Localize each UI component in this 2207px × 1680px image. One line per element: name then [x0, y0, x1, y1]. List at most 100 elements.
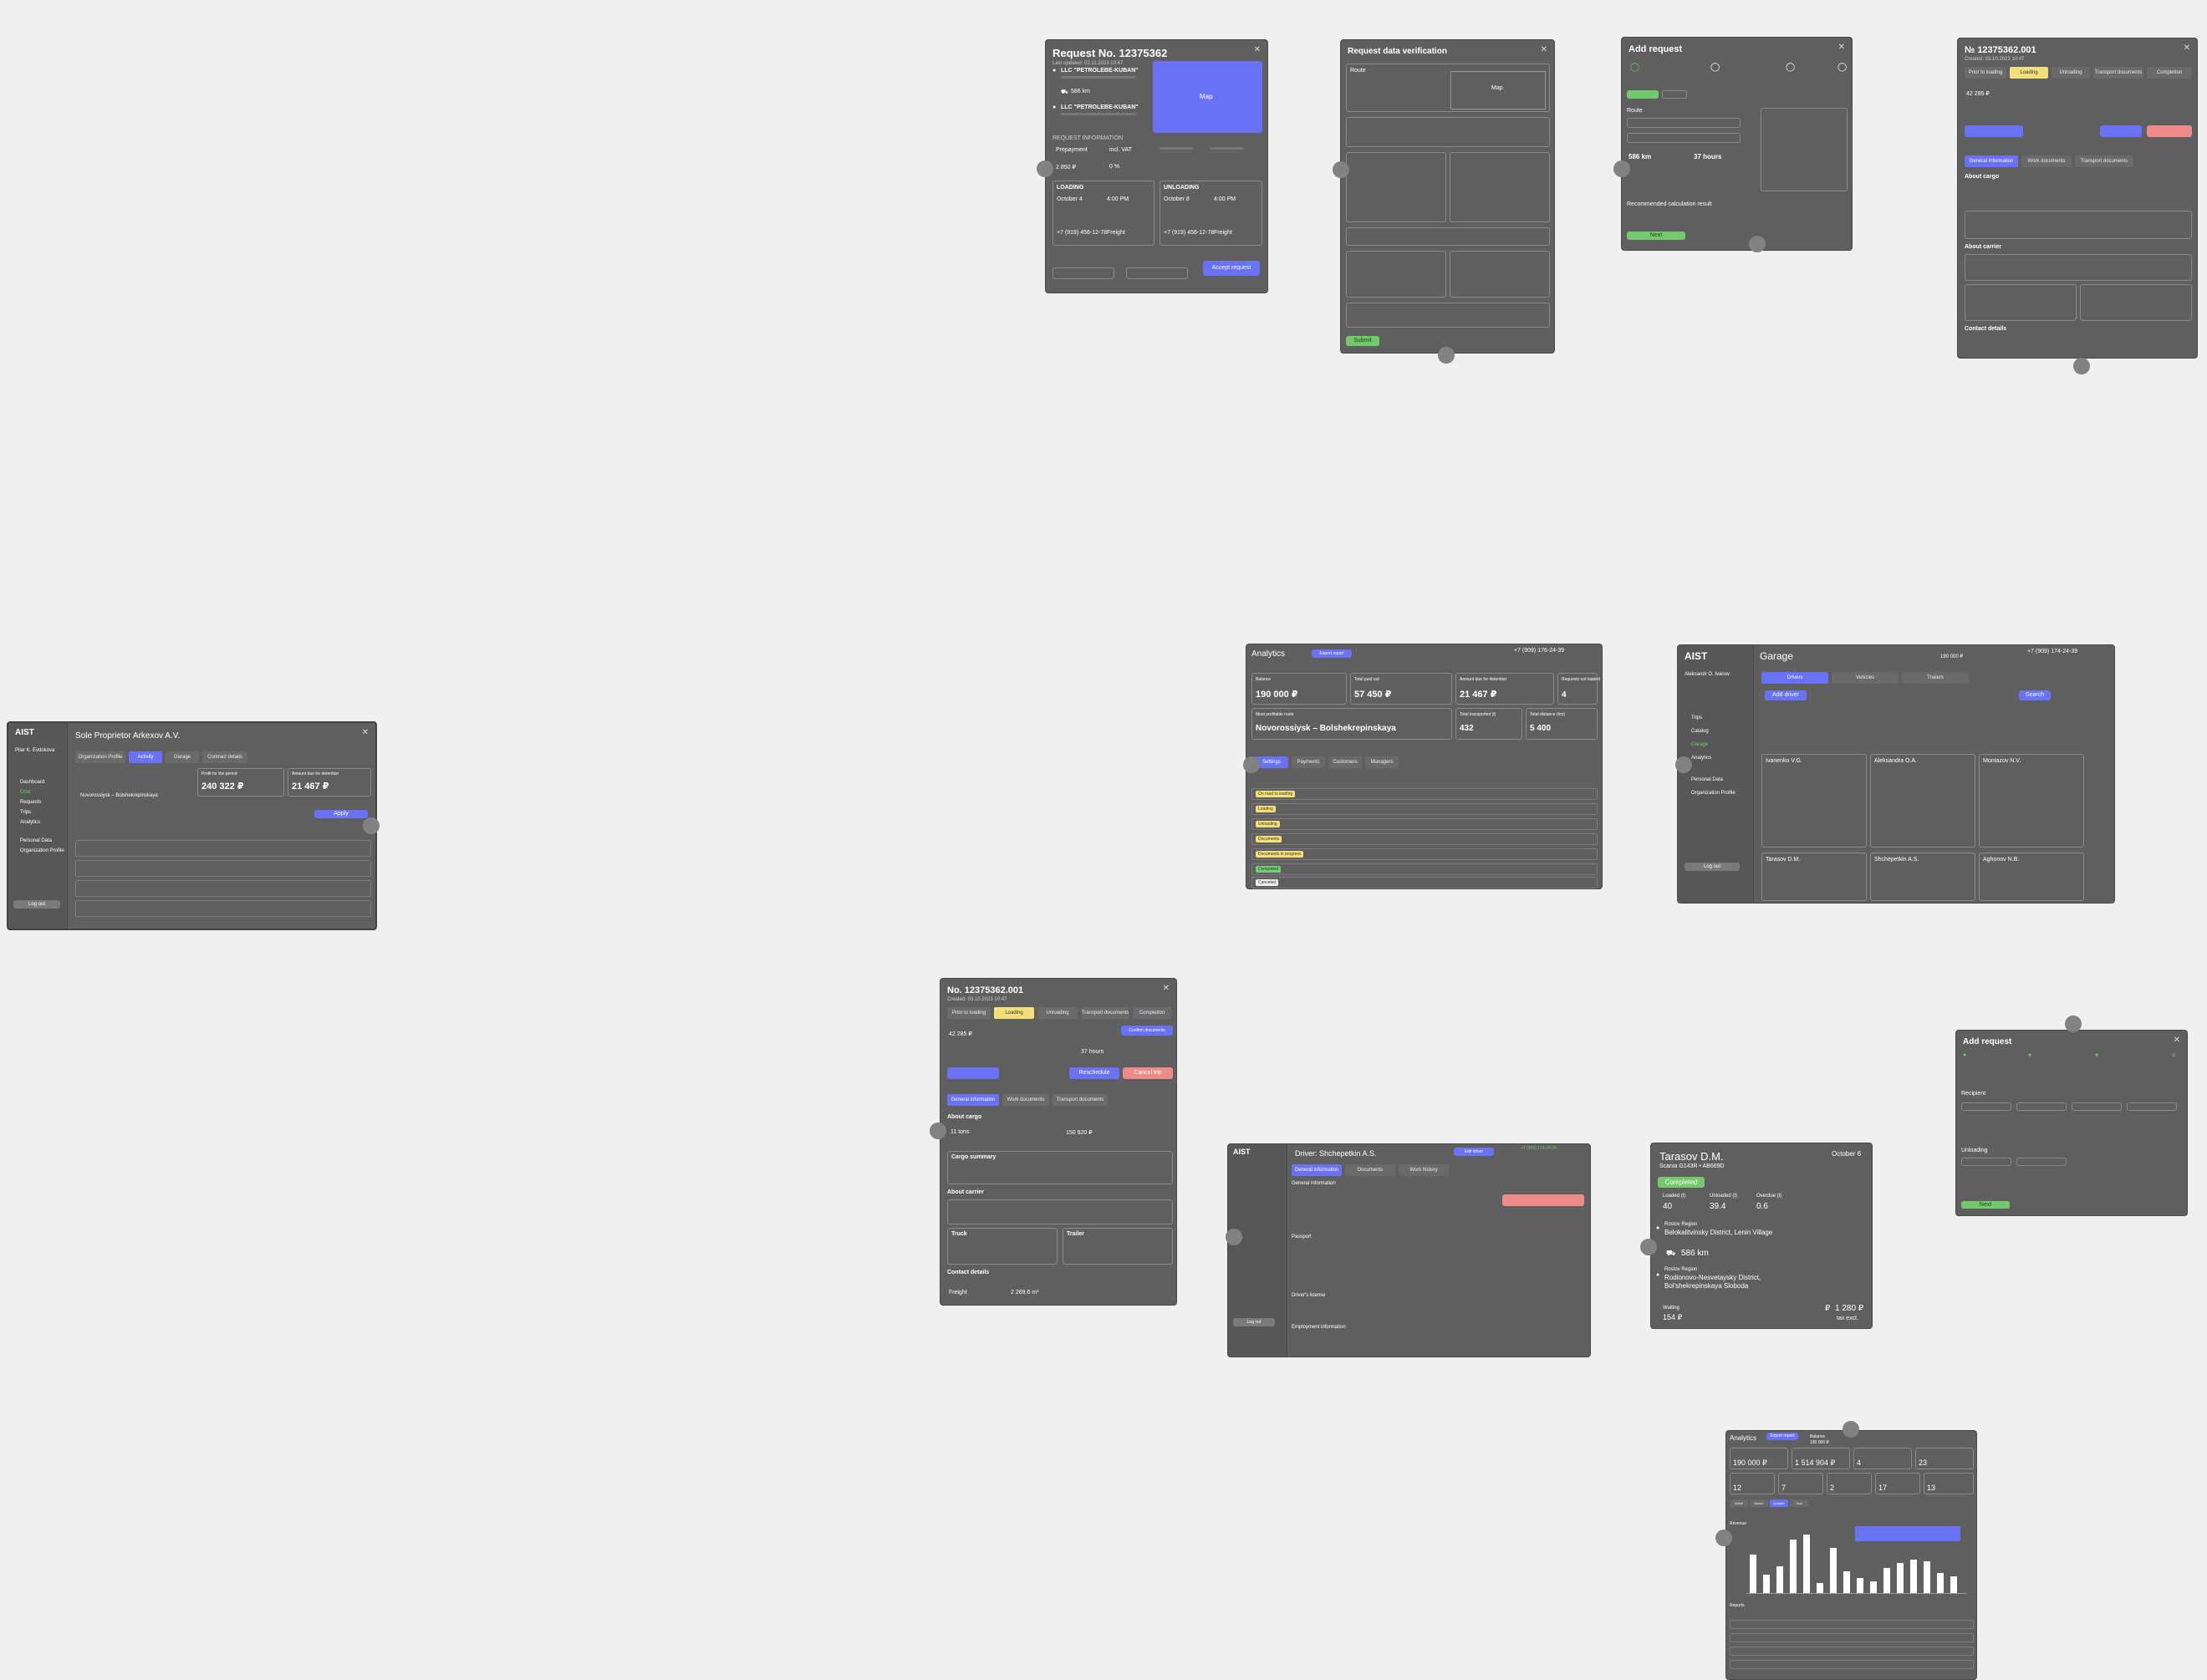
nav-chat[interactable]: Chat — [20, 790, 31, 795]
toggle-on[interactable] — [1627, 90, 1659, 99]
close-icon[interactable]: ✕ — [1162, 984, 1170, 993]
nav-personal[interactable]: Personal Data — [20, 838, 53, 843]
accept-request-button[interactable]: Accept request — [1203, 261, 1260, 276]
driver-card[interactable]: Aghonov N.B. — [1979, 853, 2084, 901]
stage-docs[interactable]: Transport documents — [1081, 1007, 1129, 1019]
chart-tab-quarter[interactable]: Quarter — [1770, 1499, 1788, 1507]
action-input[interactable] — [1965, 125, 2023, 137]
confirm-button[interactable]: Confirm documents — [1121, 1026, 1173, 1036]
nav-analytics[interactable]: Analytics — [20, 820, 41, 825]
stage-loading[interactable]: Loading — [994, 1007, 1034, 1019]
table-row[interactable] — [75, 900, 371, 917]
table-row[interactable] — [75, 860, 371, 877]
tab-managers[interactable]: Managers — [1365, 756, 1399, 768]
export-button[interactable]: Export report — [1766, 1433, 1798, 1440]
next-button[interactable]: Next — [1627, 232, 1685, 240]
close-icon[interactable]: ✕ — [1837, 43, 1845, 52]
nav-organization[interactable]: Organization Profile — [1691, 791, 1736, 796]
logout-button[interactable]: Log out — [1233, 1318, 1275, 1326]
table-row[interactable]: Loading — [1251, 803, 1598, 815]
from-input[interactable] — [1627, 118, 1741, 128]
recipient-input[interactable] — [2016, 1102, 2067, 1111]
nav-trips[interactable]: Trips — [1691, 715, 1703, 720]
tab-contract[interactable]: Contract details — [202, 751, 247, 763]
tab-payments[interactable]: Payments — [1292, 756, 1325, 768]
tab-customers[interactable]: Customers — [1328, 756, 1362, 768]
stage-prior[interactable]: Prior to loading — [1965, 67, 2006, 79]
apply-button[interactable]: Apply — [314, 810, 368, 818]
nav-personal[interactable]: Personal Data — [1691, 777, 1724, 782]
edit-driver-button[interactable]: Edit driver — [1454, 1148, 1494, 1156]
logout-button[interactable]: Log out — [13, 900, 60, 909]
to-input[interactable] — [1627, 133, 1741, 143]
stage-docs[interactable]: Transport documents — [2093, 67, 2143, 79]
close-icon[interactable]: ✕ — [1253, 45, 1261, 54]
tab-transport-docs[interactable]: Transport documents — [2075, 155, 2133, 167]
nav-dashboard[interactable]: Dashboard — [20, 780, 45, 785]
close-icon[interactable]: ✕ — [2173, 1036, 2180, 1045]
stage-completion[interactable]: Completion — [2147, 67, 2192, 79]
unloading-input[interactable] — [1961, 1158, 2011, 1166]
recipient-input[interactable] — [1961, 1102, 2011, 1111]
tab-trailers[interactable]: Trailers — [1902, 672, 1969, 684]
tab-vehicles[interactable]: Vehicles — [1832, 672, 1899, 684]
logout-button[interactable]: Log out — [1685, 863, 1740, 871]
nav-analytics[interactable]: Analytics — [1691, 756, 1712, 761]
table-row[interactable]: Documents — [1251, 833, 1598, 845]
tab-settings[interactable]: Settings — [1255, 756, 1288, 768]
driver-card[interactable]: Aleksandra O.A. — [1870, 754, 1975, 848]
tab-general[interactable]: General information — [1292, 1164, 1342, 1176]
amount-input[interactable] — [947, 1067, 999, 1079]
chart-tab-month[interactable]: Month — [1750, 1499, 1768, 1507]
tab-work-docs[interactable]: Work documents — [1002, 1094, 1049, 1106]
tab-transport-docs[interactable]: Transport documents — [1053, 1094, 1108, 1106]
nav-organization[interactable]: Organization Profile — [20, 848, 64, 853]
stage-loading[interactable]: Loading — [2010, 67, 2048, 79]
table-row[interactable] — [1730, 1647, 1974, 1656]
tab-documents[interactable]: Documents — [1345, 1164, 1395, 1176]
time-select[interactable] — [1126, 267, 1188, 279]
table-row[interactable] — [75, 880, 371, 897]
tab-activity[interactable]: Activity — [129, 751, 162, 763]
recipient-input[interactable] — [2072, 1102, 2122, 1111]
add-driver-button[interactable]: Add driver — [1765, 690, 1807, 700]
close-icon[interactable]: ✕ — [1540, 45, 1547, 54]
unloading-input[interactable] — [2016, 1158, 2067, 1166]
chart-tab-year[interactable]: Year — [1790, 1499, 1808, 1507]
driver-card[interactable]: Tarasov D.M. — [1761, 853, 1867, 901]
stage-completion[interactable]: Completion — [1133, 1007, 1171, 1019]
stage-unloading[interactable]: Unloading — [1037, 1007, 1078, 1019]
close-icon[interactable]: ✕ — [361, 728, 369, 737]
cancel-trip-button[interactable]: Cancel trip — [1123, 1067, 1173, 1079]
table-row[interactable]: Completed — [1251, 863, 1598, 875]
next-button[interactable]: Next — [1961, 1201, 2010, 1209]
table-row[interactable]: On road to loading — [1251, 788, 1598, 800]
tab-org-profile[interactable]: Organization Profile — [75, 751, 125, 763]
driver-card[interactable]: Shchepetkin A.S. — [1870, 853, 1975, 901]
nav-catalog[interactable]: Catalog — [1691, 729, 1709, 734]
table-row[interactable] — [75, 840, 371, 857]
tab-history[interactable]: Work history — [1399, 1164, 1449, 1176]
date-select[interactable] — [1053, 267, 1114, 279]
table-row[interactable] — [1730, 1660, 1974, 1669]
map-box[interactable] — [1761, 108, 1848, 191]
tab-drivers[interactable]: Drivers — [1761, 672, 1828, 684]
reschedule-button[interactable]: Reschedule — [1069, 1067, 1119, 1079]
table-row[interactable]: Unloading — [1251, 818, 1598, 830]
stage-prior[interactable]: Prior to loading — [947, 1007, 991, 1019]
reschedule-button[interactable] — [2100, 125, 2142, 137]
close-icon[interactable]: ✕ — [2183, 43, 2190, 53]
nav-garage[interactable]: Garage — [1691, 742, 1709, 747]
table-row[interactable]: Canceled — [1251, 877, 1598, 888]
recipient-input[interactable] — [2127, 1102, 2177, 1111]
map-box[interactable]: Map — [1450, 71, 1546, 109]
table-row[interactable] — [1730, 1633, 1974, 1642]
driver-card[interactable]: Ivanenko V.G. — [1761, 754, 1867, 848]
stage-unloading[interactable]: Unloading — [2052, 67, 2090, 79]
nav-trips[interactable]: Trips — [20, 810, 32, 815]
toggle-off[interactable] — [1662, 90, 1687, 99]
submit-button[interactable]: Submit — [1346, 336, 1379, 346]
tab-garage[interactable]: Garage — [166, 751, 199, 763]
table-row[interactable]: Documents in progress — [1251, 848, 1598, 860]
nav-requests[interactable]: Requests — [20, 800, 42, 805]
